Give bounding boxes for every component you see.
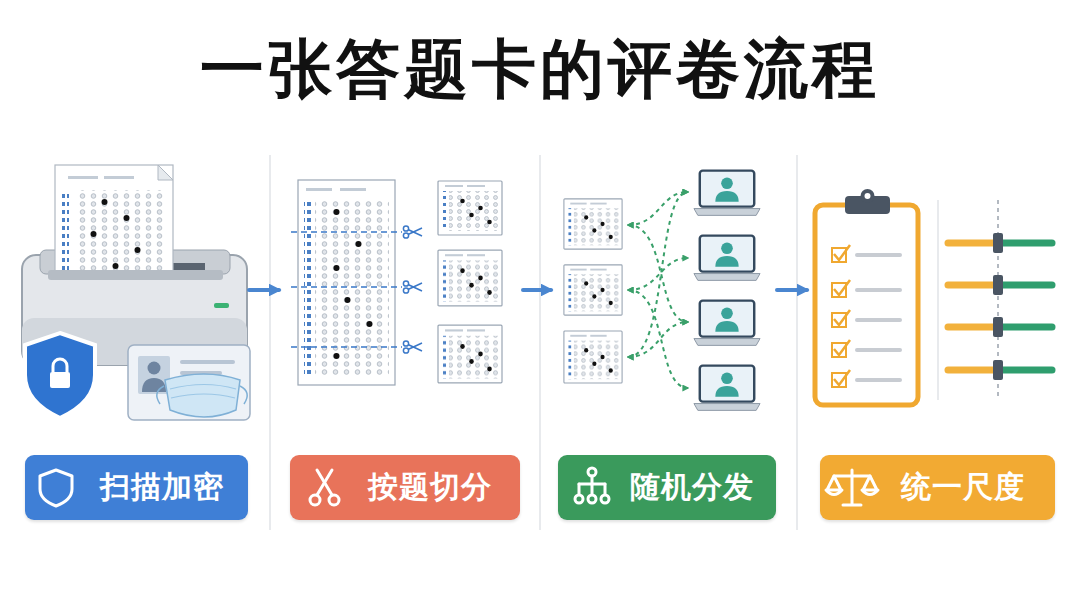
stage-badge: 随机分发 xyxy=(558,455,776,520)
stage-panel: 按题切分 xyxy=(280,150,522,525)
stage-panel: 扫描加密 xyxy=(20,150,248,525)
stage-panel: 统一尺度 xyxy=(808,150,1058,525)
stage-label: 随机分发 xyxy=(630,467,754,508)
stage-label: 扫描加密 xyxy=(100,467,224,508)
diagram-title: 一张答题卡的评卷流程 xyxy=(0,26,1080,113)
flow-arrow xyxy=(777,288,807,292)
stage-label: 按题切分 xyxy=(368,467,492,508)
flow-arrow xyxy=(523,288,551,292)
stage-badge: 按题切分 xyxy=(290,455,520,520)
flow-arrow xyxy=(249,288,279,292)
stage-badge: 扫描加密 xyxy=(25,455,248,520)
stage-panel: 随机分发 xyxy=(552,150,776,525)
stage-badge: 统一尺度 xyxy=(820,455,1055,520)
stage-label: 统一尺度 xyxy=(901,467,1025,508)
